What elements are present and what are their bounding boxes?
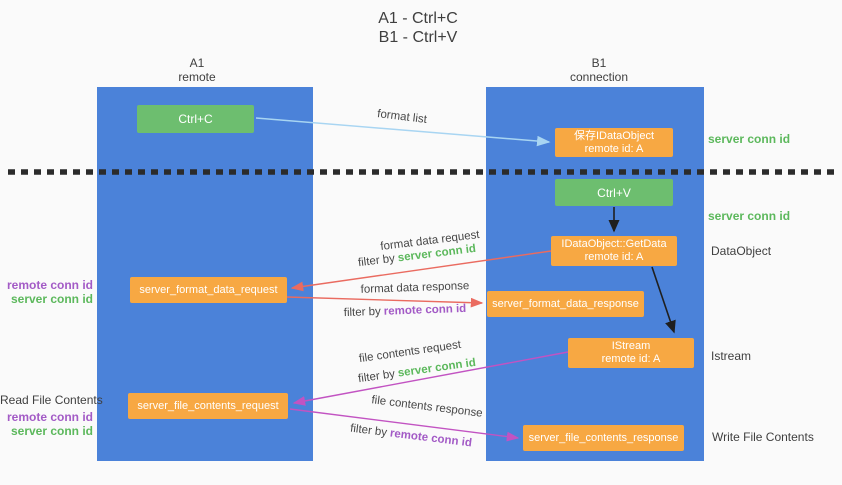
- filter-by-prefix-1: filter by: [357, 252, 396, 270]
- node-idataobject-getdata-title: IDataObject::GetData: [561, 238, 667, 250]
- node-istream-title: IStream: [611, 340, 651, 352]
- page-title: A1 - Ctrl+C B1 - Ctrl+V: [338, 9, 498, 47]
- node-istream: IStream remote id: A: [568, 338, 694, 368]
- node-server-file-contents-request-label: server_file_contents_request: [137, 399, 279, 412]
- lifeline-a1-role: remote: [178, 70, 216, 84]
- filter-id-server-conn-2: server conn id: [397, 356, 477, 380]
- annotation-remote-conn-id-1: remote conn id: [6, 278, 93, 292]
- node-server-file-contents-response-label: server_file_contents_response: [528, 431, 679, 444]
- lifeline-header-a1: A1 remote: [137, 56, 257, 84]
- node-save-idataobject: 保存IDataObject remote id: A: [555, 128, 673, 157]
- annotation-server-conn-id-left-1: server conn id: [10, 292, 93, 306]
- annotation-read-file-contents: Read File Contents: [0, 393, 103, 407]
- node-ctrl-c: Ctrl+C: [137, 105, 254, 133]
- annotation-dataobject: DataObject: [711, 244, 772, 258]
- lifeline-b1-name: B1: [591, 56, 607, 70]
- node-save-idataobject-title: 保存IDataObject: [573, 129, 655, 142]
- node-server-format-data-request-label: server_format_data_request: [139, 283, 278, 296]
- arrow-label-format-list: format list: [376, 108, 428, 126]
- annotation-write-file-contents: Write File Contents: [712, 430, 814, 444]
- annotation-server-conn-id-left-2: server conn id: [10, 424, 93, 438]
- node-server-format-data-response-label: server_format_data_response: [492, 297, 639, 310]
- node-ctrl-c-label: Ctrl+C: [178, 112, 213, 126]
- node-server-file-contents-response: server_file_contents_response: [523, 425, 684, 451]
- node-ctrl-v: Ctrl+V: [555, 179, 673, 206]
- filter-by-prefix-2: filter by: [343, 305, 382, 320]
- node-server-format-data-request: server_format_data_request: [130, 277, 287, 303]
- annotation-conn-ids-group-1: remote conn id server conn id: [0, 278, 93, 306]
- annotation-server-conn-id-1: server conn id: [708, 132, 791, 146]
- lifeline-b1-role: connection: [569, 70, 629, 84]
- annotation-server-conn-id-2: server conn id: [708, 209, 791, 223]
- node-ctrl-v-label: Ctrl+V: [597, 185, 631, 200]
- node-idataobject-getdata: IDataObject::GetData remote id: A: [551, 236, 677, 266]
- lifeline-a1-name: A1: [189, 56, 205, 70]
- filter-by-prefix-3: filter by: [357, 368, 396, 386]
- annotation-istream: Istream: [711, 349, 752, 363]
- node-server-file-contents-request: server_file_contents_request: [128, 393, 288, 419]
- annotation-remote-conn-id-2: remote conn id: [6, 410, 93, 424]
- node-server-format-data-response: server_format_data_response: [487, 291, 644, 317]
- arrow-label-file-contents-response: file contents response: [370, 394, 484, 420]
- node-idataobject-getdata-remote-id: remote id: A: [584, 251, 644, 263]
- title-line-ctrl-v: B1 - Ctrl+V: [378, 29, 458, 46]
- node-istream-remote-id: remote id: A: [601, 353, 661, 365]
- lifeline-header-b1: B1 connection: [539, 56, 659, 84]
- filter-id-remote-conn-1: remote conn id: [383, 302, 467, 318]
- arrow-format-data-response: [286, 296, 484, 308]
- title-line-ctrl-c: A1 - Ctrl+C: [378, 10, 458, 27]
- filter-by-prefix-4: filter by: [349, 422, 388, 440]
- annotation-conn-ids-group-2: remote conn id server conn id: [0, 410, 93, 438]
- node-save-idataobject-remote-id: remote id: A: [584, 142, 644, 155]
- arrow-label-format-data-response: format data response: [360, 280, 470, 296]
- filter-id-remote-conn-2: remote conn id: [389, 427, 473, 450]
